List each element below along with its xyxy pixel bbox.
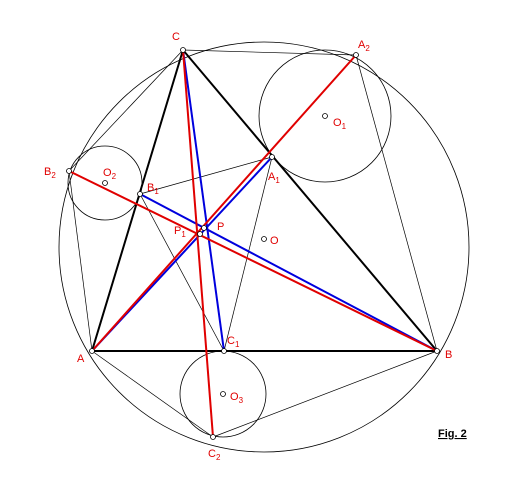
point-a1	[269, 154, 275, 160]
circle-o1	[258, 49, 392, 183]
point-o	[261, 236, 267, 242]
point-o1	[322, 113, 328, 119]
label-o1: O1	[333, 117, 347, 131]
point-b	[434, 348, 440, 354]
point-c	[180, 47, 186, 53]
red-lines	[68, 49, 438, 438]
point-c2	[210, 434, 216, 440]
label-a2: A2	[358, 39, 370, 53]
point-a	[89, 348, 95, 354]
point-c1	[221, 348, 227, 354]
point-o3	[220, 391, 226, 397]
point-a2	[353, 52, 359, 58]
points	[66, 47, 440, 440]
point-p	[201, 225, 207, 231]
label-c2: C2	[208, 448, 221, 462]
label-b1: B1	[147, 182, 159, 196]
label-c: C	[172, 31, 180, 43]
label-b: B	[445, 349, 452, 361]
circumcircle	[58, 41, 470, 453]
construction-lines	[68, 49, 438, 438]
label-c1: C1	[227, 335, 240, 349]
label-p: P	[217, 221, 224, 233]
label-p1: P1	[174, 225, 186, 239]
label-o2: O2	[103, 167, 117, 181]
point-p1	[197, 231, 203, 237]
point-b2	[66, 168, 72, 174]
figure-caption: Fig. 2	[438, 428, 467, 440]
triangle-abc	[90, 47, 440, 352]
label-o3: O3	[230, 391, 244, 405]
point-o2	[102, 180, 108, 186]
point-b1	[137, 191, 143, 197]
label-o: O	[270, 235, 279, 247]
label-a1: A1	[268, 171, 280, 185]
label-b2: B2	[44, 166, 56, 180]
label-a: A	[77, 353, 85, 365]
